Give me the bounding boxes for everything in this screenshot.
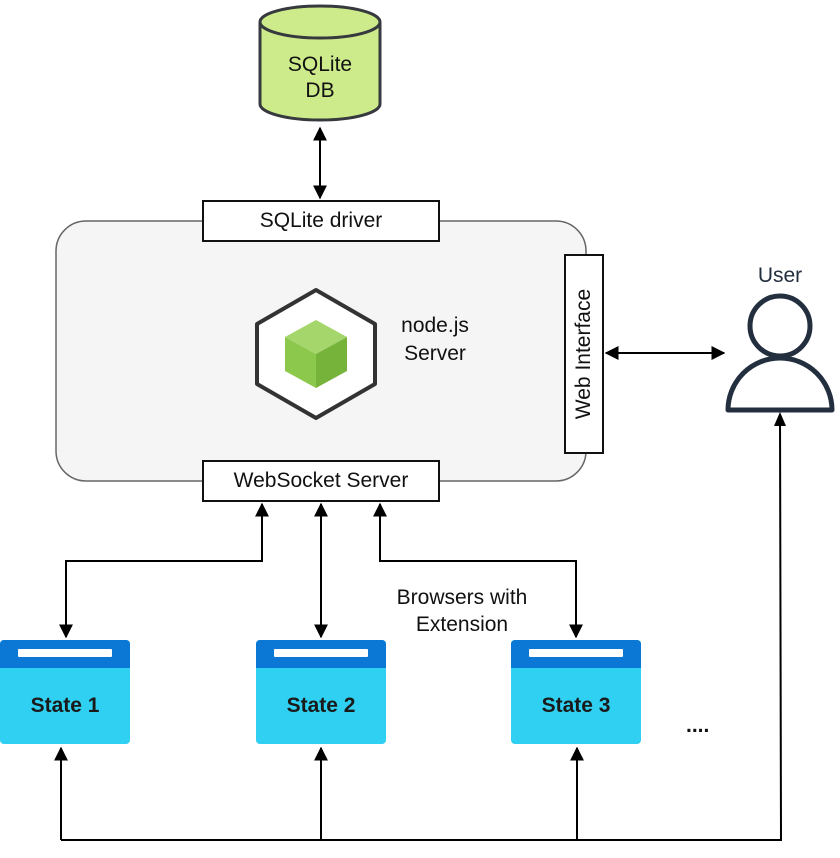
- database-label: SQLite DB: [260, 52, 380, 104]
- database-label-line1: SQLite: [287, 53, 353, 76]
- browser-address-bar: [529, 649, 623, 657]
- database-label-line2: DB: [305, 79, 335, 102]
- user-icon: [725, 293, 835, 413]
- bus-user-arrowhead: [774, 412, 786, 426]
- web-interface-label: Web Interface: [572, 288, 595, 420]
- server-name-label: node.js Server: [385, 312, 485, 368]
- state1-websocket-connector: [59, 502, 269, 639]
- browser-state-2: State 2: [256, 640, 386, 744]
- browser-state-label: State 3: [541, 694, 611, 717]
- server-name-line2: Server: [404, 342, 466, 365]
- more-browsers-ellipsis: ....: [686, 714, 710, 737]
- server-name-line1: node.js: [401, 314, 469, 337]
- browser-state-label: State 1: [30, 694, 100, 717]
- browsers-caption-line2: Extension: [415, 613, 509, 636]
- browser-address-bar: [18, 649, 112, 657]
- database-cylinder: [258, 4, 382, 122]
- browser-state-label: State 2: [286, 694, 356, 717]
- browsers-caption-line1: Browsers with: [396, 586, 528, 609]
- websocket-server-box: WebSocket Server: [202, 460, 440, 502]
- sqlite-driver-box: SQLite driver: [202, 200, 440, 242]
- state3-websocket-connector: [373, 502, 583, 639]
- nodejs-icon: [255, 288, 377, 420]
- web-interface-box: Web Interface: [564, 254, 604, 454]
- browser-titlebar: [256, 640, 386, 668]
- browser-titlebar: [0, 640, 130, 668]
- user-label: User: [757, 264, 803, 287]
- browser-titlebar: [511, 640, 641, 668]
- user-to-states-bus: [61, 415, 783, 841]
- browser-state-3: State 3: [511, 640, 641, 744]
- browsers-caption: Browsers with Extension: [380, 584, 544, 638]
- browser-address-bar: [274, 649, 368, 657]
- browser-state-1: State 1: [0, 640, 130, 744]
